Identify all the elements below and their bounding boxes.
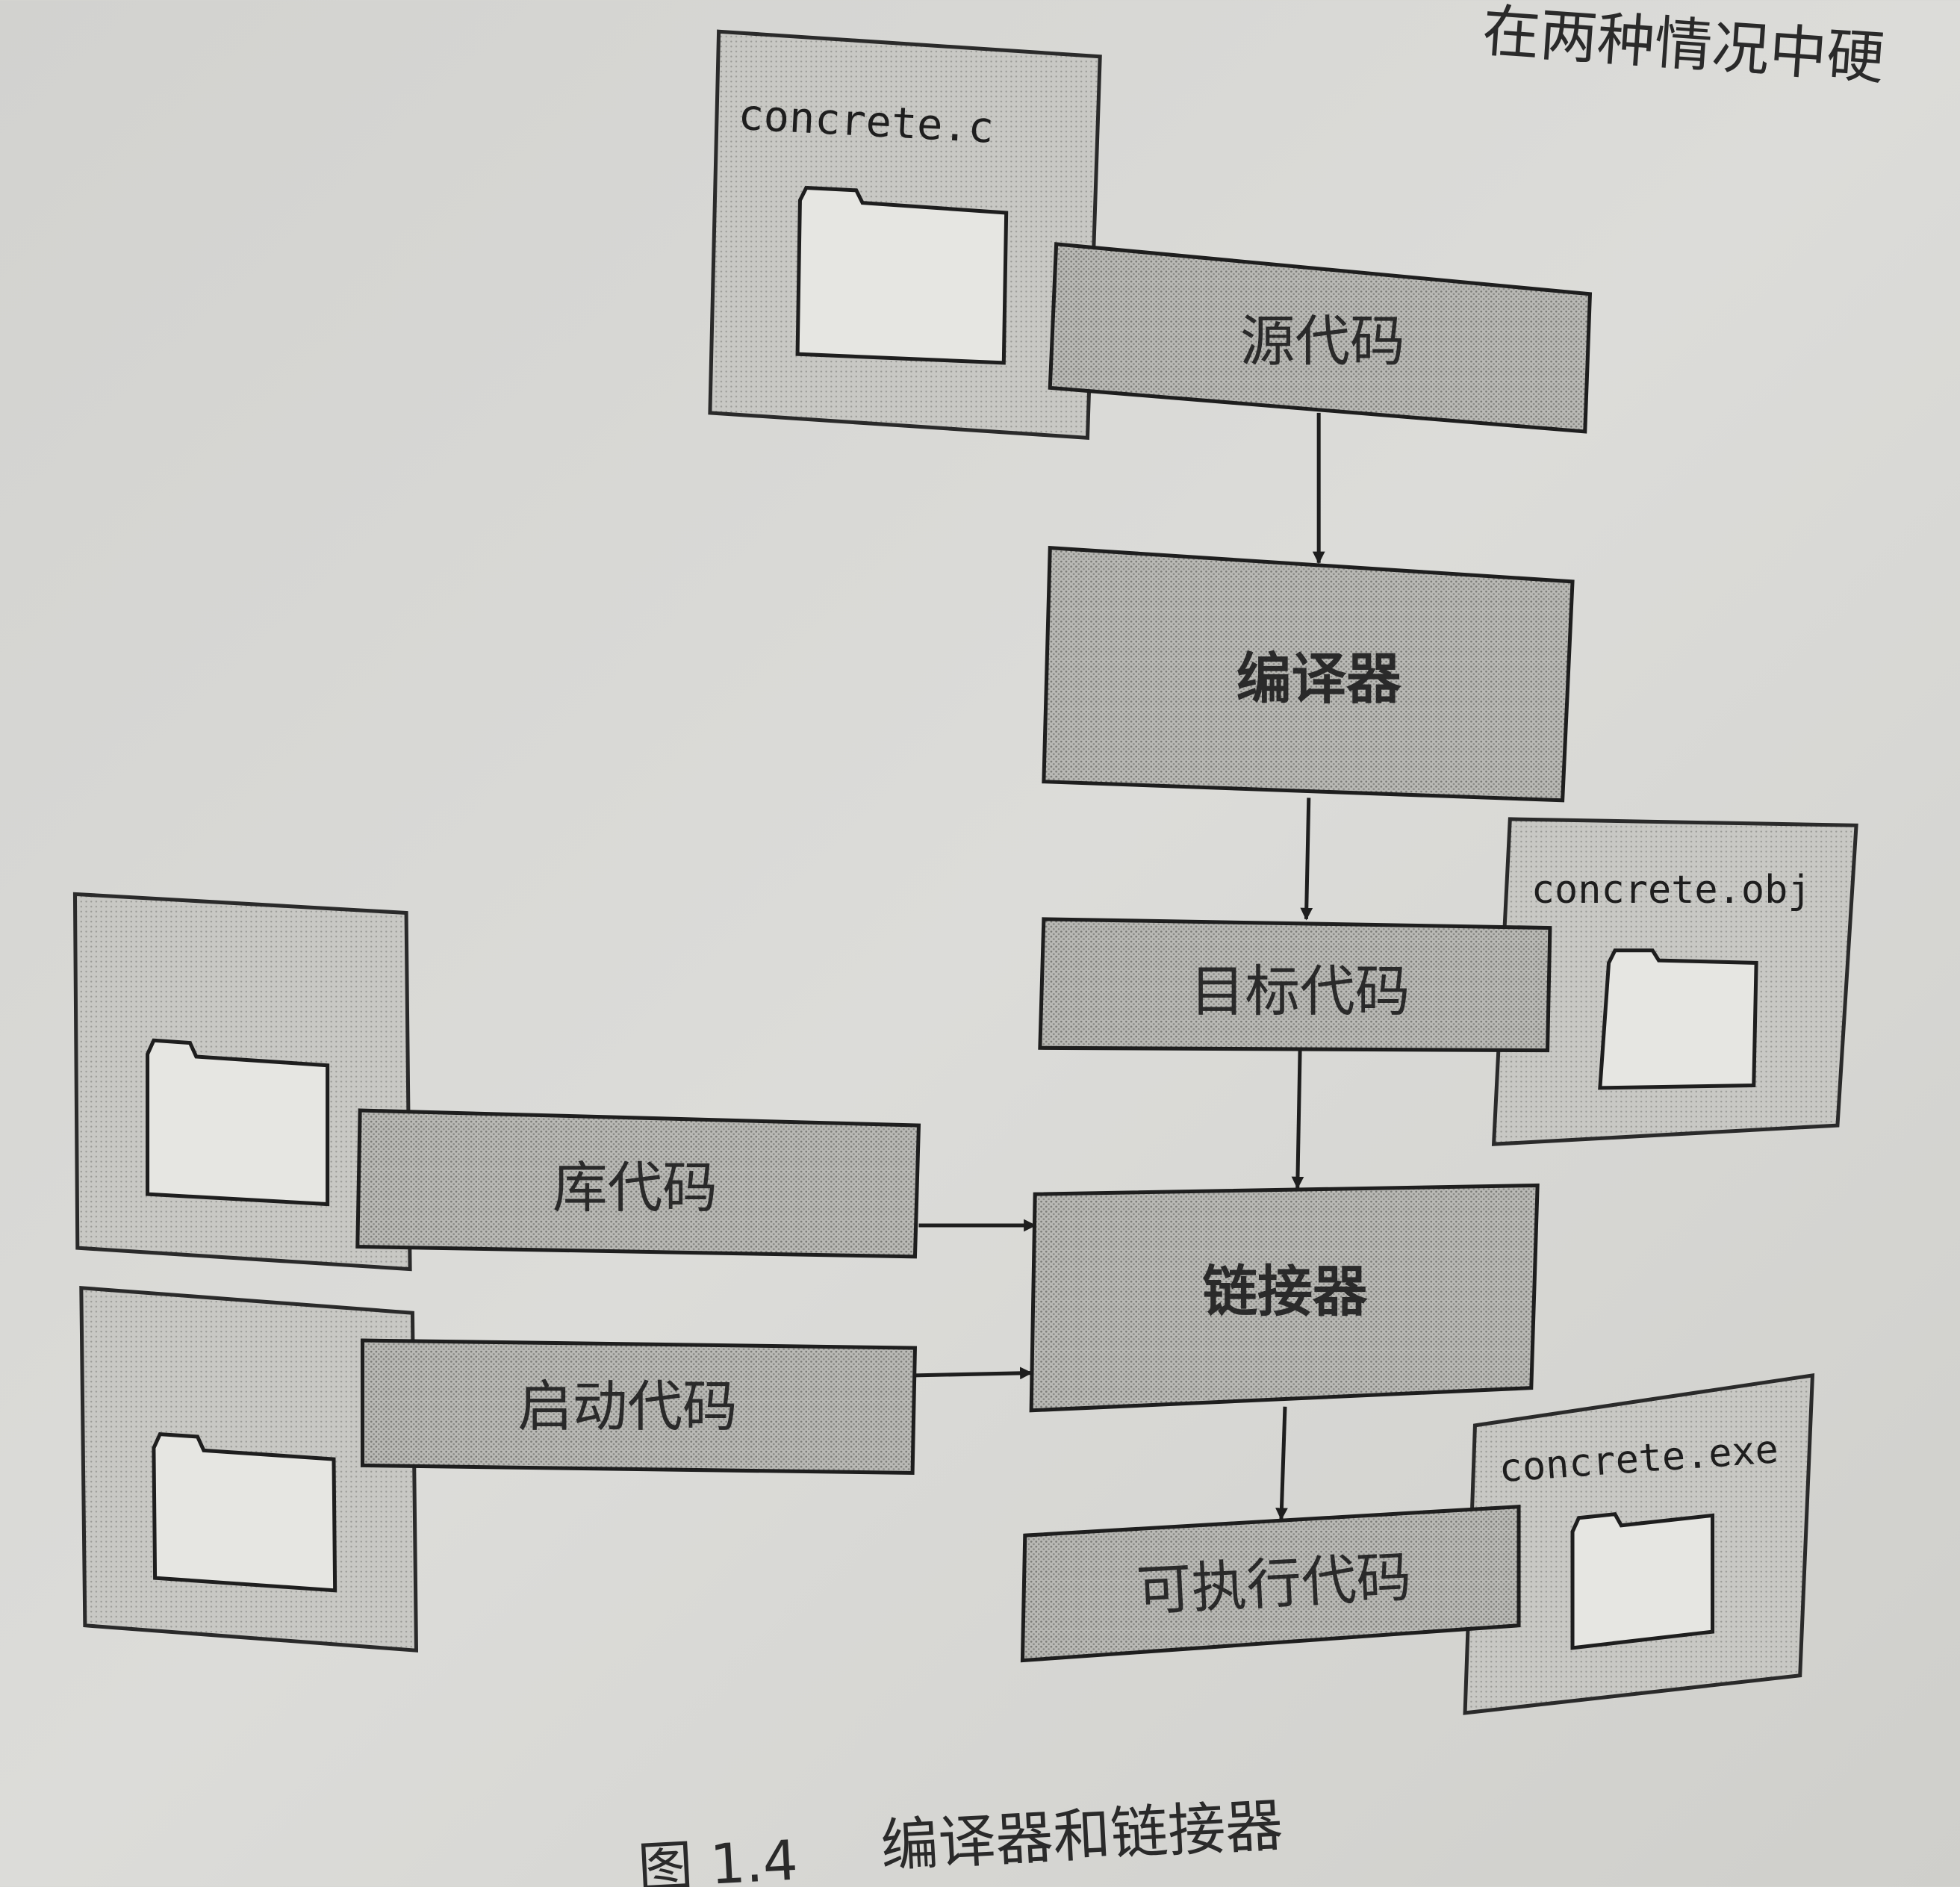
object-code-label: 目标代码 — [1190, 960, 1410, 1024]
arrow-startup-to-linker — [915, 1367, 1033, 1380]
compiler-label: 编译器 — [1236, 648, 1402, 712]
folder-icon — [146, 1038, 330, 1207]
executable-file-document: concrete.exe — [1463, 1372, 1815, 1715]
startup-code-box: 启动代码 — [360, 1338, 918, 1476]
executable-code-box: 可执行代码 — [1020, 1505, 1521, 1663]
compiler-box: 编译器 — [1042, 545, 1575, 803]
linker-label: 链接器 — [1202, 1260, 1368, 1324]
object-file-label: concrete.obj — [1531, 868, 1811, 913]
startup-code-label: 启动代码 — [517, 1375, 738, 1439]
object-code-box: 目标代码 — [1038, 917, 1552, 1053]
arrow-object-to-linker — [1291, 1050, 1304, 1190]
folder-icon — [152, 1431, 337, 1593]
arrow-compiler-to-object — [1300, 798, 1313, 921]
executable-code-label: 可执行代码 — [1135, 1546, 1413, 1623]
object-file-document: concrete.obj — [1491, 817, 1858, 1146]
arrow-linker-to-executable — [1275, 1406, 1288, 1521]
folder-icon — [1570, 1512, 1715, 1650]
library-code-box: 库代码 — [355, 1108, 921, 1259]
library-code-label: 库代码 — [553, 1157, 718, 1220]
startup-document — [79, 1286, 419, 1653]
folder-icon — [1598, 948, 1758, 1090]
source-file-document: concrete.c — [708, 29, 1102, 441]
source-code-box: 源代码 — [1048, 242, 1593, 434]
caption-number: 图 1.4 — [636, 1830, 799, 1887]
library-document — [72, 892, 412, 1272]
folder-icon — [795, 185, 1009, 365]
source-code-label: 源代码 — [1240, 311, 1405, 374]
linker-box: 链接器 — [1029, 1183, 1540, 1413]
